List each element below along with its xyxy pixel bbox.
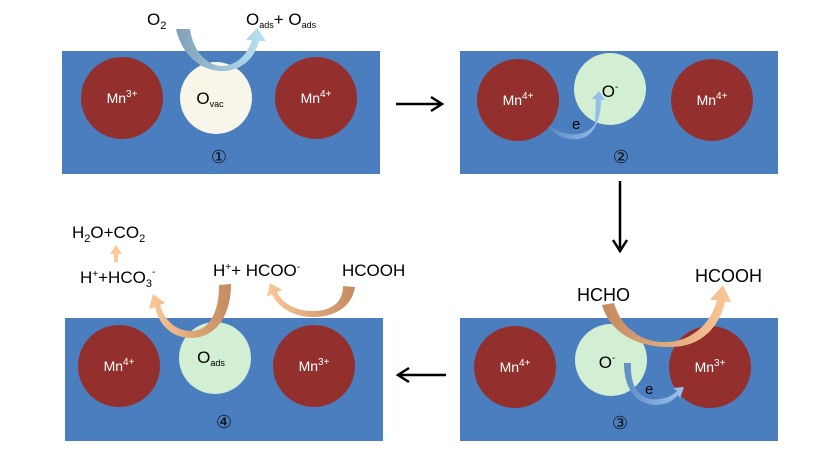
step-number: ② (613, 147, 629, 167)
electron-transfer-arrow (624, 363, 684, 405)
mn-ion-left (474, 326, 556, 408)
oxygen-anion-label: O- (602, 82, 619, 101)
hcooh-dissociation-arrow (267, 283, 355, 317)
mn-ion-right (273, 325, 355, 407)
oxygen-anion-label: O- (599, 353, 616, 372)
panel-step-1: Mn3+ Ovac Mn4+ ① O2 Oads+ Oads (62, 10, 380, 174)
mn-ion-right (671, 59, 753, 141)
h2o-co2-label: H2O+CO2 (72, 223, 145, 245)
oxygen-anion (574, 53, 646, 125)
bicarbonate-label: H++HCO3- (80, 267, 155, 290)
oxygen-vacancy-label: Ovac (196, 89, 224, 109)
panel-step-4: Mn4+ Oads Mn3+ ④ H2O+CO2 H++HCO3- H++ HC… (65, 223, 405, 441)
mn-ion-right-label: Mn4+ (301, 89, 332, 106)
flow-arrow-down (611, 181, 629, 254)
flow-arrow-left (395, 366, 446, 384)
adsorbed-oxygen (179, 322, 251, 394)
mn-ion-right-label: Mn3+ (695, 358, 726, 375)
mn-ion-left-label: Mn4+ (104, 357, 135, 374)
hcho-label: HCHO (577, 285, 630, 305)
hcooh-product-label: HCOOH (695, 266, 762, 286)
formate-label: H++ HCOO- (213, 261, 300, 280)
o2-label: O2 (147, 10, 166, 32)
mn-ion-left (81, 57, 163, 139)
mn-ion-right-label: Mn3+ (299, 357, 330, 374)
flow-arrow-right (396, 95, 445, 113)
mn-ion-left-label: Mn4+ (500, 358, 531, 375)
o2-adsorption-arrow (176, 28, 266, 71)
mn-ion-left (78, 325, 160, 407)
panel-step-2: Mn4+ O- Mn4+ e ② (460, 51, 778, 174)
electron-label: e (572, 116, 580, 133)
formate-oxidation-arrow (149, 284, 231, 338)
hcho-oxidation-arrow (602, 285, 731, 348)
mn-ion-right (669, 326, 751, 408)
electron-label: e (645, 381, 653, 398)
mn-ion-left (477, 59, 559, 141)
step-number: ① (211, 147, 227, 167)
hcooh-reactant-label: HCOOH (342, 261, 405, 280)
decomposition-arrow (110, 245, 122, 262)
step-number: ④ (216, 412, 232, 432)
oads-product-label: Oads+ Oads (246, 10, 317, 30)
step-number: ③ (612, 413, 628, 433)
oxygen-vacancy (180, 62, 252, 134)
mn-ion-left-label: Mn3+ (107, 89, 138, 106)
mn-ion-left-label: Mn4+ (503, 91, 534, 108)
mn-ion-right (275, 57, 357, 139)
electron-transfer-arrow (549, 91, 605, 140)
panel-step-3: Mn4+ O- Mn3+ e ③ HCHO HCOOH (460, 266, 778, 441)
adsorbed-oxygen-label: Oads (197, 348, 225, 368)
mn-ion-right-label: Mn4+ (697, 91, 728, 108)
